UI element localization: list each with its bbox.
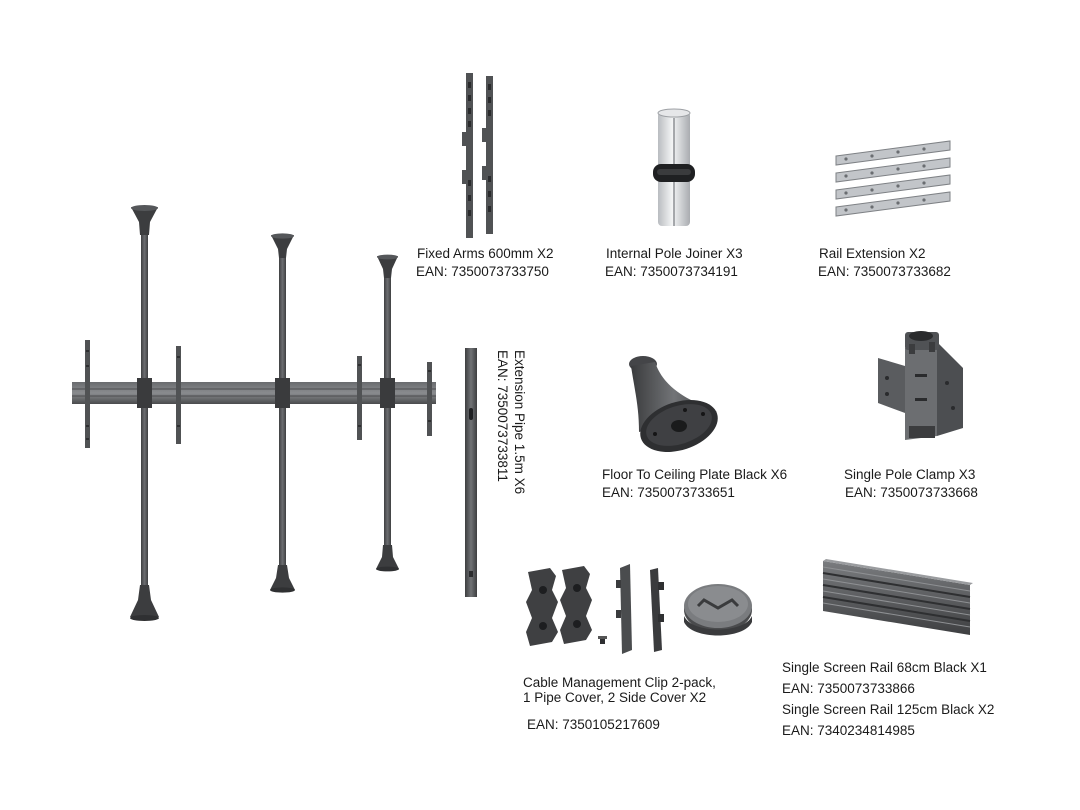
extension-pipe-text: Extension Pipe 1.5m X6 EAN: 735007373381… <box>494 350 528 494</box>
extension-pipe-ean: EAN: 7350073733811 <box>495 350 510 482</box>
rail-extension-label: Rail Extension X2 <box>819 246 926 261</box>
rail-125-ean: EAN: 7340234814985 <box>782 723 915 738</box>
fixed-arms-ean: EAN: 7350073733750 <box>416 264 549 279</box>
cable-clip-icon <box>526 564 752 654</box>
rail-68-ean: EAN: 7350073733866 <box>782 681 915 696</box>
extension-pipe-icon <box>465 348 477 597</box>
screen-rail-icon <box>822 559 973 635</box>
ceiling-plate-ean: EAN: 7350073733651 <box>602 485 735 500</box>
pole-joiner-ean: EAN: 7350073734191 <box>605 264 738 279</box>
rail-125-label: Single Screen Rail 125cm Black X2 <box>782 702 995 717</box>
ceiling-plate-icon <box>629 356 718 452</box>
cable-clip-label-line2: 1 Pipe Cover, 2 Side Cover X2 <box>523 690 707 705</box>
extension-pipe-label: Extension Pipe 1.5m X6 <box>512 350 527 495</box>
cable-clip-label-line1: Cable Management Clip 2-pack, <box>523 675 716 690</box>
fixed-arms-label: Fixed Arms 600mm X2 <box>417 246 554 261</box>
rail-extension-ean: EAN: 7350073733682 <box>818 264 951 279</box>
pole-joiner-icon <box>653 108 695 226</box>
pole-clamp-label: Single Pole Clamp X3 <box>844 467 976 482</box>
pole-clamp-ean: EAN: 7350073733668 <box>845 485 978 500</box>
rail-68-label: Single Screen Rail 68cm Black X1 <box>782 660 987 675</box>
pole-clamp-icon <box>878 331 963 440</box>
ceiling-plate-label: Floor To Ceiling Plate Black X6 <box>602 467 788 482</box>
pole-joiner-label: Internal Pole Joiner X3 <box>606 246 743 261</box>
rail-extension-icon <box>835 140 951 217</box>
fixed-arms-icon <box>462 73 493 238</box>
cable-clip-ean: EAN: 7350105217609 <box>527 717 660 732</box>
